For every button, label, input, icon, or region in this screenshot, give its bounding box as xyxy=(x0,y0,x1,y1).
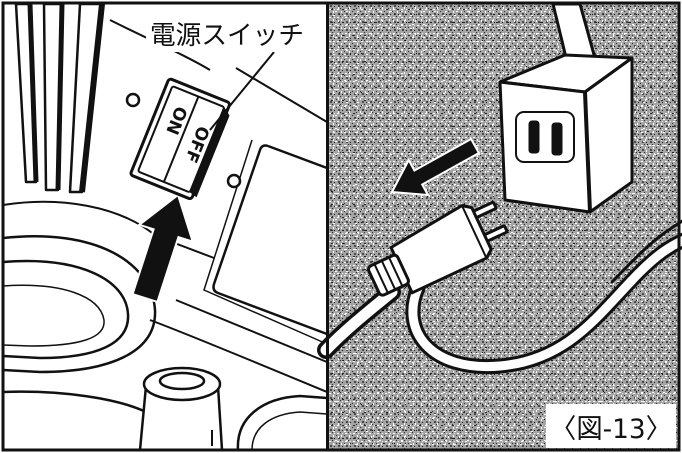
power-switch-label: 電源スイッチ xyxy=(150,21,304,51)
arrow-up-right-icon xyxy=(131,193,195,304)
screw-icon xyxy=(125,92,141,108)
figure-caption: 〈図-13〉 xyxy=(550,414,672,445)
power-cord xyxy=(317,219,682,375)
leader-line xyxy=(209,51,275,131)
power-switch: ON OFF xyxy=(129,77,231,201)
left-panel: ON OFF 電源スイッチ xyxy=(2,2,328,452)
wall-outlet xyxy=(498,53,634,214)
bowl-rings xyxy=(2,235,157,374)
power-plug xyxy=(367,200,509,297)
panel-window xyxy=(212,144,328,336)
outlet-slot xyxy=(528,120,540,154)
vent-slats xyxy=(14,2,105,194)
arrow-down-left-icon xyxy=(390,137,481,197)
bottom-knob xyxy=(2,366,328,452)
outlet-slot xyxy=(551,122,563,156)
right-panel: 〈図-13〉 xyxy=(317,2,682,449)
screw-icon xyxy=(226,173,242,189)
